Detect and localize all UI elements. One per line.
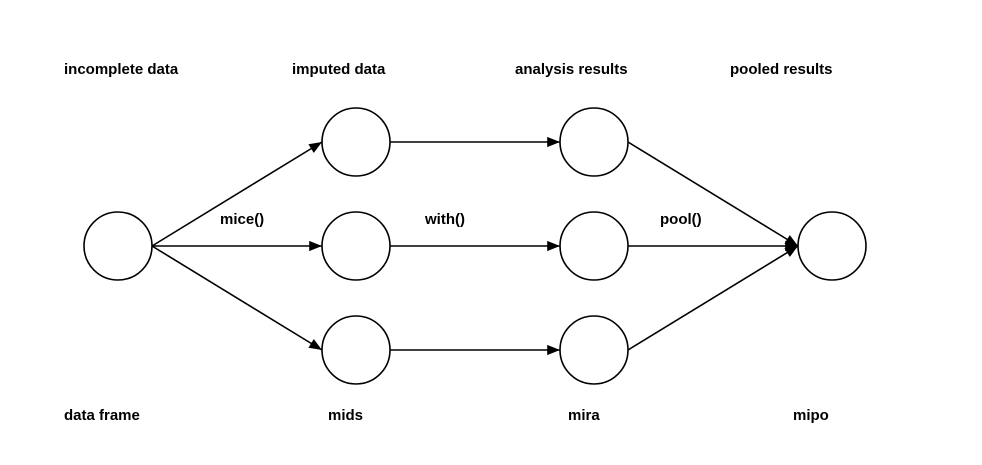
- stage-footer-data-frame: data frame: [64, 407, 140, 424]
- stage-header-incomplete-data: incomplete data: [64, 61, 179, 78]
- node-imputed-1: [321, 107, 391, 177]
- function-label-mice: mice(): [220, 211, 264, 228]
- stage-header-imputed-data: imputed data: [292, 61, 386, 78]
- node-data-frame: [83, 211, 153, 281]
- node-analysis-3: [559, 315, 629, 385]
- edge-pool-1: [627, 141, 799, 247]
- stage-header-pooled-results: pooled results: [730, 61, 833, 78]
- stage-footer-mipo: mipo: [793, 407, 829, 424]
- function-label-with: with(): [424, 211, 465, 228]
- stage-footer-mids: mids: [328, 407, 363, 424]
- node-imputed-2: [321, 211, 391, 281]
- stage-header-analysis-results: analysis results: [515, 61, 628, 78]
- stage-footer-mira: mira: [568, 407, 600, 424]
- node-imputed-3: [321, 315, 391, 385]
- edge-mice-1: [151, 141, 323, 247]
- node-analysis-1: [559, 107, 629, 177]
- edge-pool-3: [627, 245, 799, 351]
- edge-mice-3: [151, 245, 323, 351]
- node-pooled: [797, 211, 867, 281]
- node-analysis-2: [559, 211, 629, 281]
- function-label-pool: pool(): [660, 211, 702, 228]
